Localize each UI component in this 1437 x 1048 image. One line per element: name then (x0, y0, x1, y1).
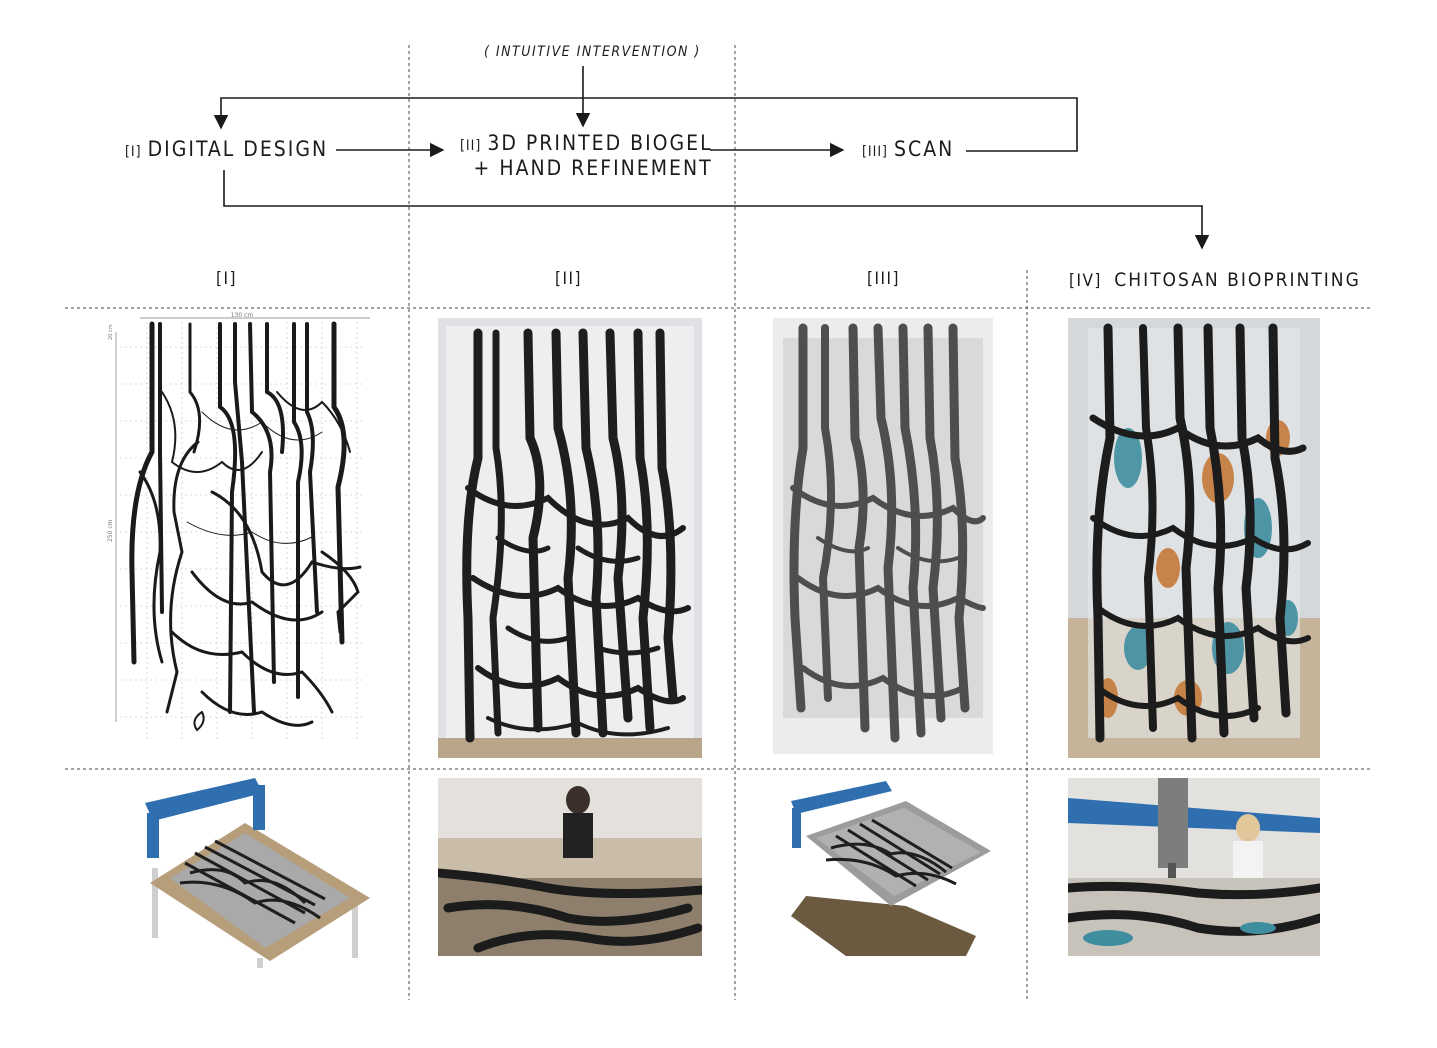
dim-width-label: 130 cm (231, 312, 254, 319)
column-dividers (408, 45, 1028, 1000)
dim-top-label: 20 cm (108, 324, 114, 340)
stage-title-line-1: 3D PRINTED BIOGEL (487, 131, 713, 155)
scan-image (773, 318, 993, 754)
arrow-design-to-bioprint (223, 170, 1210, 250)
column-heading-1: [I] (216, 269, 237, 289)
arrow-feedback-loop (213, 97, 1078, 152)
stage-scan: [III] SCAN (862, 137, 954, 161)
stage-digital-design: [I] DIGITAL DESIGN (125, 137, 328, 161)
digital-design-drawing: 130 cm 20 cm 250 cm (102, 312, 372, 752)
chitosan-bioprint-photo (1068, 318, 1320, 758)
stage-printed-biogel: [II] 3D PRINTED BIOGEL + HAND REFINEMENT (460, 131, 713, 180)
column-number: [I] (216, 269, 237, 289)
intuitive-intervention-label: ( INTUITIVE INTERVENTION ) (484, 44, 701, 60)
dim-height-label: 250 cm (107, 519, 114, 542)
column-heading-2: [II] (555, 269, 582, 289)
flow-arrows (213, 66, 1210, 250)
cnc-machine-render (135, 773, 375, 968)
column-number: [II] (555, 269, 582, 289)
stage-title: SCAN (894, 137, 955, 161)
stage-title-line-2: + HAND REFINEMENT (473, 156, 713, 180)
hand-refinement-photo (438, 778, 702, 956)
column-number: [IV] (1069, 271, 1102, 291)
column-number: [III] (867, 269, 900, 289)
column-heading-3: [III] (867, 269, 900, 289)
stage-number: [I] (125, 144, 142, 160)
bioprinting-process-photo (1068, 778, 1320, 956)
row-dividers (65, 307, 1372, 770)
column-title: CHITOSAN BIOPRINTING (1114, 269, 1361, 291)
scanned-3d-model (786, 776, 998, 956)
printed-biogel-photo (438, 318, 702, 758)
column-heading-4: [IV] CHITOSAN BIOPRINTING (1069, 269, 1361, 291)
stage-title: DIGITAL DESIGN (147, 137, 329, 161)
stage-number: [III] (862, 144, 888, 160)
stage-number: [II] (460, 138, 482, 154)
